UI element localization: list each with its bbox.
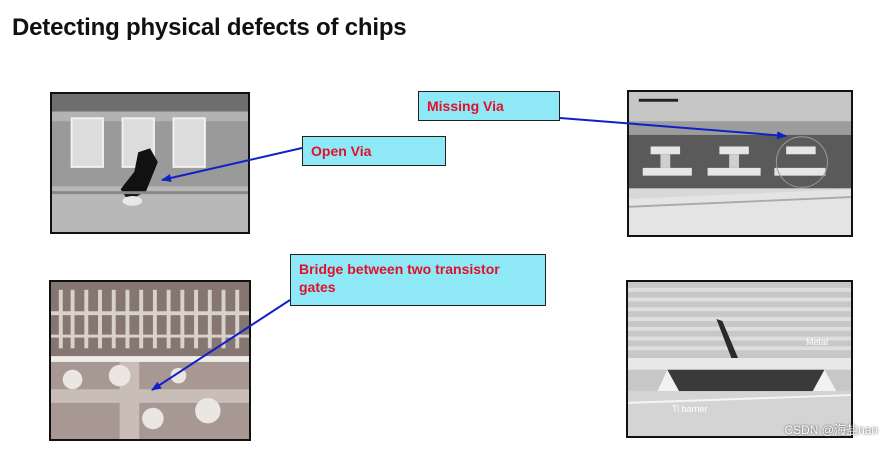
micrograph-ti-barrier (626, 280, 853, 438)
micrograph-open-via (50, 92, 250, 234)
slide-title: Detecting physical defects of chips (12, 14, 407, 41)
callout-bridge: Bridge between two transistor gates (290, 254, 546, 306)
micrograph-missing-via (627, 90, 853, 237)
label-ti-barrier: Ti barrier (672, 404, 708, 414)
watermark: CSDN @海盐nan (784, 423, 878, 437)
callout-open-via: Open Via (302, 136, 446, 166)
label-metal: Metal (806, 337, 829, 347)
micrograph-bridge (49, 280, 251, 441)
callout-missing-via: Missing Via (418, 91, 560, 121)
